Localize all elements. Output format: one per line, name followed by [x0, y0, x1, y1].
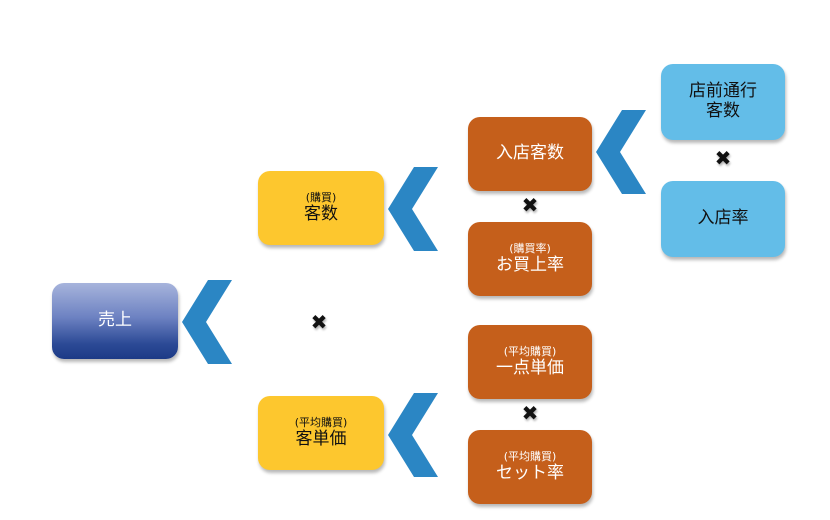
node-item-price: (平均購買) 一点単価 [468, 325, 592, 399]
multiply-icon: ✖ [521, 401, 539, 425]
node-purchase-rate-label: お買上率 [496, 254, 564, 275]
node-unit-price-sub: (平均購買) [294, 415, 348, 429]
node-visitors: 入店客数 [468, 117, 592, 191]
node-passersby-label: 店前通行 客数 [689, 81, 757, 121]
chevron-left-icon [388, 393, 438, 477]
node-item-price-sub: (平均購買) [503, 344, 557, 358]
node-visitors-label: 入店客数 [496, 143, 564, 164]
node-set-rate-sub: (平均購買) [503, 449, 557, 463]
node-customers: (購買) 客数 [258, 171, 384, 245]
node-passersby: 店前通行 客数 [661, 64, 785, 140]
multiply-icon: ✖ [310, 310, 328, 334]
node-purchase-rate-sub: (購買率) [509, 241, 551, 255]
chevron-left-icon [596, 110, 646, 194]
node-set-rate: (平均購買) セット率 [468, 430, 592, 504]
node-customers-label: 客数 [304, 203, 338, 224]
chevron-left-icon [182, 280, 232, 364]
node-sales: 売上 [52, 283, 178, 359]
node-purchase-rate: (購買率) お買上率 [468, 222, 592, 296]
node-entry-rate: 入店率 [661, 181, 785, 257]
node-unit-price: (平均購買) 客単価 [258, 396, 384, 470]
chevron-left-icon [388, 167, 438, 251]
node-item-price-label: 一点単価 [496, 357, 564, 378]
node-sales-label: 売上 [98, 310, 132, 331]
node-customers-sub: (購買) [305, 190, 337, 204]
node-entry-rate-label: 入店率 [697, 208, 749, 229]
multiply-icon: ✖ [521, 193, 539, 217]
node-unit-price-label: 客単価 [295, 428, 347, 449]
node-set-rate-label: セット率 [496, 462, 564, 483]
multiply-icon: ✖ [714, 146, 732, 170]
